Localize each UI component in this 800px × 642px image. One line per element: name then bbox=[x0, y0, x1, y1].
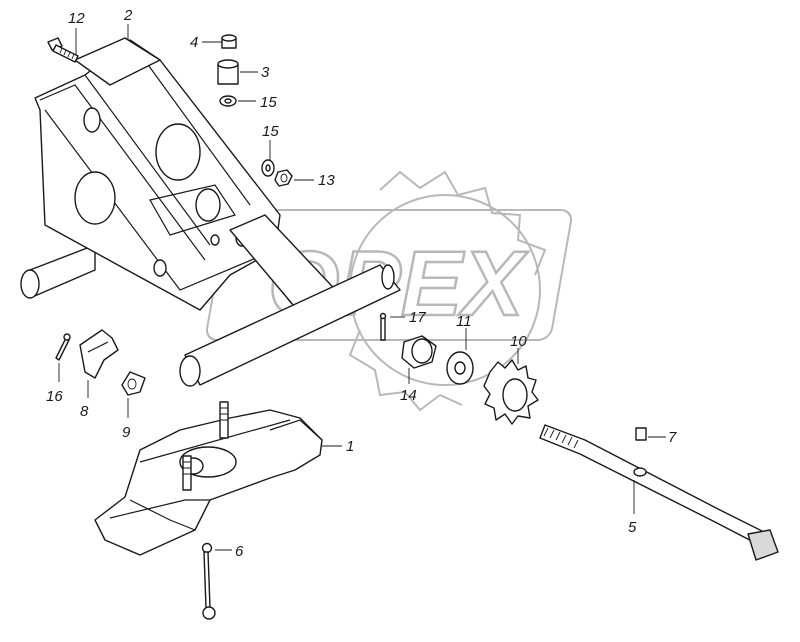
part-clamp-8 bbox=[79, 329, 119, 379]
callout-3: 3 bbox=[261, 64, 270, 81]
part-cotter-pin-16 bbox=[55, 333, 71, 361]
callout-15-upper: 15 bbox=[260, 94, 277, 111]
callout-1: 1 bbox=[346, 438, 354, 455]
part-cap-4 bbox=[221, 34, 237, 49]
leader-lines bbox=[58, 24, 666, 551]
callout-9: 9 bbox=[122, 424, 131, 441]
callout-6: 6 bbox=[235, 543, 244, 560]
part-washer-15-lower bbox=[261, 159, 275, 177]
callout-7: 7 bbox=[668, 429, 677, 446]
callout-16: 16 bbox=[46, 388, 63, 405]
part-washer-15-upper bbox=[219, 95, 237, 107]
callout-10: 10 bbox=[510, 333, 527, 350]
part-shaft-5 bbox=[539, 424, 779, 561]
part-nut-13 bbox=[274, 169, 293, 187]
part-castle-nut-14 bbox=[401, 335, 437, 369]
callout-17: 17 bbox=[409, 309, 426, 326]
callout-4: 4 bbox=[190, 34, 198, 51]
part-bushing-3 bbox=[217, 59, 239, 85]
part-clip-9 bbox=[121, 371, 146, 396]
part-lock-pin-6 bbox=[201, 542, 216, 620]
part-bolt-12 bbox=[47, 37, 79, 63]
part-washer-11 bbox=[446, 351, 474, 385]
callout-2: 2 bbox=[123, 7, 133, 24]
callout-12: 12 bbox=[68, 10, 85, 27]
callout-labels: 12 2 4 3 15 15 13 16 8 9 17 14 11 10 7 5… bbox=[46, 7, 677, 560]
part-support-base-1 bbox=[94, 401, 323, 556]
part-gear-10 bbox=[483, 359, 539, 425]
callout-8: 8 bbox=[80, 403, 89, 420]
callout-15-lower: 15 bbox=[262, 123, 279, 140]
callout-13: 13 bbox=[318, 172, 335, 189]
part-pin-17 bbox=[379, 312, 387, 341]
callout-5: 5 bbox=[628, 519, 637, 536]
part-bracket-frame bbox=[20, 37, 401, 387]
callout-14: 14 bbox=[400, 387, 417, 404]
part-pin-7 bbox=[635, 427, 647, 441]
callout-11: 11 bbox=[456, 313, 472, 330]
